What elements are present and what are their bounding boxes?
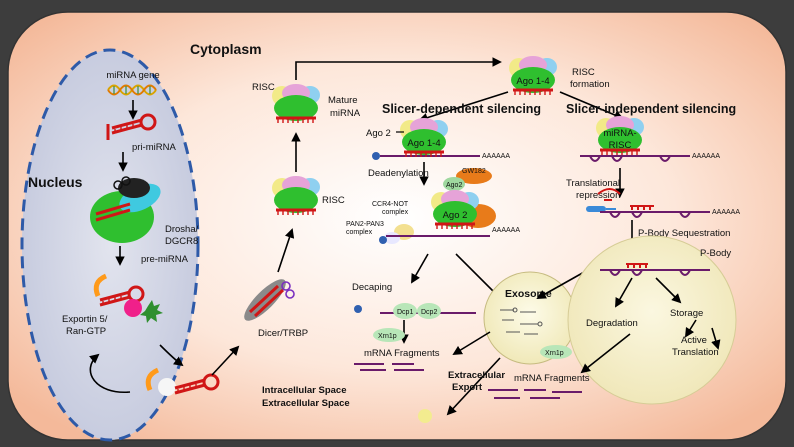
mrna-fragments-left-label: mRNA Fragments [364, 348, 440, 359]
translational-repression-label-2: repression [576, 190, 620, 201]
risc-formation-label-2: formation [570, 79, 610, 90]
polya-tail-1: AAAAAA [482, 153, 510, 160]
slicer-independent-title: Slicer-independent silencing [566, 102, 736, 116]
ago2-main-label: Ago 2 [443, 210, 468, 221]
nucleus-label: Nucleus [28, 174, 83, 190]
mrna-fragments-right-label: mRNA Fragments [514, 373, 590, 384]
ago2-label: Ago 2 [366, 128, 391, 139]
translational-repression-label-1: Translational [566, 178, 620, 189]
pan2-pan3-label-2: complex [346, 229, 373, 236]
mirna-risc-label-1: miRNA- [603, 128, 636, 139]
cytoplasm-label: Cytoplasm [190, 41, 262, 57]
extracellular-vesicle-icon [418, 409, 432, 423]
gw182-icon [456, 168, 492, 184]
dicer-complex-icon [244, 279, 295, 321]
risc-lower-icon [270, 174, 322, 217]
p-body-label: P-Body [700, 248, 731, 259]
mirna-risc-label-2: RISC [609, 140, 632, 151]
degradation-label: Degradation [586, 318, 638, 329]
intracellular-space-label: Intracellular Space [262, 385, 346, 396]
polya-tail-3: AAAAAA [692, 153, 720, 160]
pre-mirna-label: pre-miRNA [141, 254, 189, 265]
active-translation-label-2: Translation [672, 347, 719, 358]
risc-formation-label-1: RISC [572, 67, 595, 78]
extracellular-export-label-2: Export [452, 382, 483, 393]
mature-mirna-label-2: miRNA [330, 108, 361, 119]
dicer-label: Dicer/TRBP [258, 328, 308, 339]
nucleus-region [20, 48, 200, 442]
ago14-mid-label: Ago 1-4 [407, 138, 440, 149]
exported-pre-mirna-icon [145, 367, 220, 396]
mature-mirna-label-1: Mature [328, 95, 358, 106]
xrn1p-right-icon [540, 345, 572, 359]
decaping-label: Decaping [352, 282, 392, 293]
drosha-complex-icon [90, 176, 161, 243]
dcp1-label: Dcp1 [397, 309, 413, 316]
cap-icon [354, 305, 362, 313]
active-translation-label-1: Active [681, 335, 707, 346]
ago2-small-label: Ago2 [446, 182, 462, 189]
dcp1-icon [393, 303, 417, 319]
dcp2-label: Dcp2 [421, 309, 437, 316]
p-body-region [567, 235, 737, 405]
deadenylation-label: Deadenylation [368, 168, 429, 179]
ribosome-icon [586, 206, 606, 212]
ago14-top-label: Ago 1-4 [516, 76, 549, 87]
xrn1p-left-icon [373, 328, 405, 342]
drosha-label: Drosha/ [165, 224, 199, 235]
xrn1p-left-label: Xrn1p [378, 333, 397, 340]
ccr4-not-label-1: CCR4-NOT [372, 201, 409, 208]
dcp2-icon [417, 303, 441, 319]
pan2-pan3-label-1: PAN2-PAN3 [346, 221, 384, 228]
polya-tail-4: AAAAAA [712, 209, 740, 216]
exportin-complex-icon [93, 273, 163, 323]
pri-mirna-label: pri-miRNA [132, 142, 176, 153]
extracellular-export-label-1: Extracellular [448, 370, 505, 381]
gw182-label: GW182 [462, 168, 486, 175]
slicer-dependent-title: Slicer-dependent silencing [382, 102, 541, 116]
ran-gtp-label: Ran-GTP [66, 326, 106, 337]
pbody-sequestration-label: P-Body Sequestration [638, 228, 730, 239]
exportin-label: Exportin 5/ [62, 314, 108, 325]
risc-upper-icon [270, 82, 322, 125]
dgcr8-label: DGCR8 [165, 236, 198, 247]
polya-tail-2: AAAAAA [492, 227, 520, 234]
dna-helix-icon [107, 84, 157, 96]
storage-label: Storage [670, 308, 703, 319]
exosome-cargo-icon [500, 307, 543, 335]
risc-upper-label: RISC [252, 82, 275, 93]
extracellular-space-label: Extracellular Space [262, 398, 350, 409]
ago2-small-icon [443, 177, 465, 191]
mirna-gene-label: miRNA gene [106, 70, 159, 81]
risc-lower-label: RISC [322, 195, 345, 206]
ccr4-not-label-2: complex [382, 209, 409, 216]
xrn1p-right-label: Xrn1p [545, 350, 564, 357]
